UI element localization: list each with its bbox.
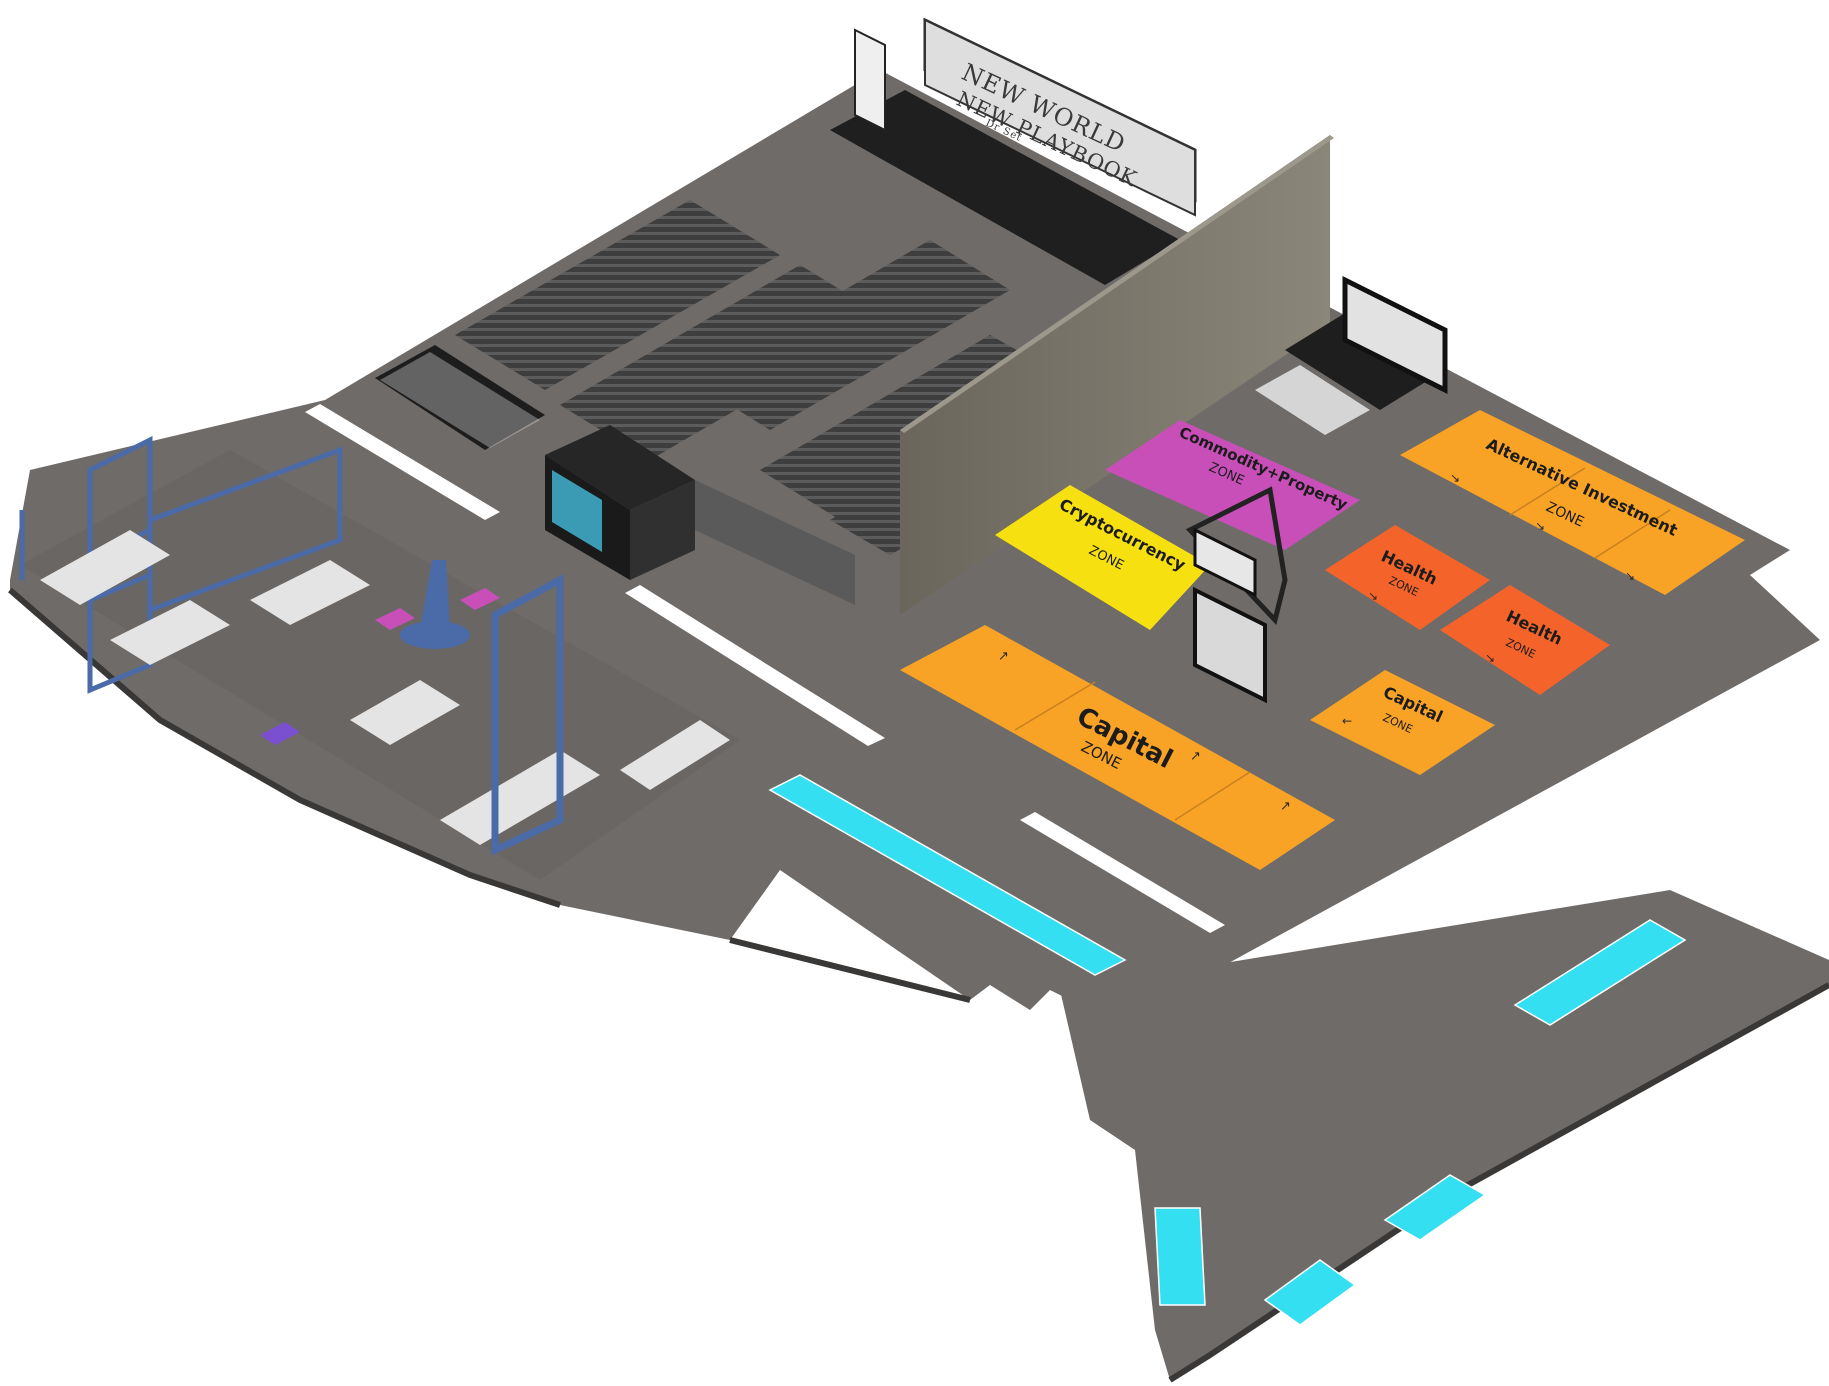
walkway-stripe <box>625 585 885 746</box>
floor-edge-bottom <box>729 937 971 1003</box>
lounge-seating <box>350 680 460 745</box>
cyan-tile-strip-right <box>1513 919 1687 1026</box>
accent-tile <box>460 588 500 610</box>
side-stage-seats <box>1255 365 1370 435</box>
lounge-seating <box>250 560 370 625</box>
zone-capital-divider <box>1174 771 1251 821</box>
walkway-stripe <box>305 404 500 520</box>
zone-capital-big[interactable] <box>900 625 1335 870</box>
zone-alt-divider <box>1509 467 1586 516</box>
accent-tile <box>260 722 300 745</box>
zone-capital-arrow: ↗ <box>1190 749 1201 764</box>
zone-alt-arrow: ↘ <box>1535 519 1545 533</box>
cyan-tile-wing-1 <box>1154 1207 1206 1306</box>
lounge-seating <box>110 600 230 665</box>
accent-tile <box>375 608 415 630</box>
zone-capital-divider <box>1014 681 1096 731</box>
zone-capital-arrow: ↗ <box>998 649 1009 664</box>
cyan-tiles <box>768 774 1687 1326</box>
lighthouse-base <box>400 621 470 649</box>
zone-alternative-investment[interactable] <box>1400 410 1745 595</box>
vip-table-row <box>375 345 545 450</box>
zone-health1-arrow: ↘ <box>1368 589 1378 603</box>
side-stage-screen <box>1342 275 1448 395</box>
floor-edge-left <box>8 587 561 908</box>
entrance-tunnel-top <box>545 425 695 510</box>
zone-cryptocurrency[interactable] <box>995 485 1210 630</box>
seating-block-rear <box>690 240 1010 430</box>
walkway-stripe <box>1020 812 1225 933</box>
entrance-tunnel-side <box>630 480 695 580</box>
cyan-tile-strip-left <box>768 774 1127 976</box>
side-stage-platform <box>1285 310 1445 410</box>
lounge-seating <box>40 530 170 605</box>
auditorium-partition <box>695 480 855 605</box>
zone-capital-small[interactable] <box>1310 670 1495 775</box>
center-kiosk <box>1185 486 1288 704</box>
main-stage-platform <box>830 90 1180 285</box>
zone-alt-arrow: ↘ <box>1450 471 1460 485</box>
vip-table-top <box>380 352 540 448</box>
main-stage-banner-face <box>924 18 1196 217</box>
cyan-tile-wing-2 <box>1263 1259 1357 1326</box>
zone-health2-arrow: ↘ <box>1485 651 1495 665</box>
zone-commodity-property[interactable] <box>1105 420 1360 550</box>
zone-alt-divider <box>1594 509 1671 559</box>
zone-capital-arrow: ↗ <box>1280 799 1291 814</box>
seating-block-left <box>455 200 780 390</box>
zone-health-2[interactable] <box>1440 585 1610 695</box>
walkway-stripes <box>305 404 1225 933</box>
zone-health-1[interactable] <box>1325 525 1490 630</box>
zone-capital-small-arrow: ← <box>1342 714 1352 728</box>
zone-alt-arrow: ↘ <box>1625 569 1635 583</box>
arch-gate <box>491 574 564 856</box>
kiosk-top-sign <box>1193 527 1257 598</box>
divider-wall <box>900 135 1330 615</box>
kiosk-screen <box>1193 586 1267 704</box>
side-stage <box>1255 275 1448 435</box>
stage-side-screen <box>854 28 886 132</box>
lounge-seating <box>620 720 730 790</box>
entrance-screen <box>552 470 602 552</box>
divider-wall-top <box>900 135 1334 433</box>
lighthouse-tower <box>420 560 450 630</box>
left-booth-area <box>19 435 740 880</box>
cyan-tile-wing-3 <box>1383 1174 1487 1241</box>
lower-wing-floor <box>1060 890 1829 1380</box>
